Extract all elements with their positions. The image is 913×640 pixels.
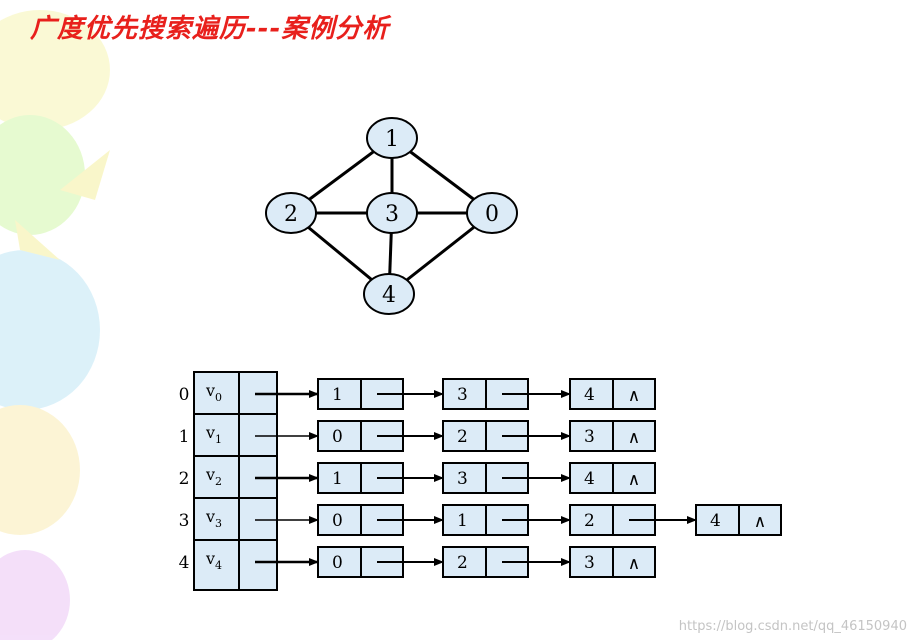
list-node: 1 bbox=[317, 378, 444, 410]
list-node: 2 bbox=[442, 420, 571, 452]
watermark: https://blog.csdn.net/qq_46150940 bbox=[678, 619, 907, 634]
graph-node-circle bbox=[363, 273, 415, 315]
row-index: 3 bbox=[179, 511, 190, 531]
list-node-value: 3 bbox=[584, 553, 595, 573]
graph-node-label: 0 bbox=[485, 202, 499, 227]
list-node-value: 4 bbox=[584, 469, 595, 489]
row-index: 4 bbox=[179, 553, 190, 573]
list-node-value: 1 bbox=[332, 469, 343, 489]
list-node: 0 bbox=[317, 420, 444, 452]
list-node: 3∧ bbox=[569, 420, 656, 452]
list-node: 3∧ bbox=[569, 546, 656, 578]
list-node: 3 bbox=[442, 378, 571, 410]
graph-node-label: 2 bbox=[284, 202, 298, 227]
list-node-value: 4 bbox=[584, 385, 595, 405]
graph-node: 1 bbox=[366, 117, 418, 159]
list-node: 1 bbox=[317, 462, 444, 494]
null-pointer: ∧ bbox=[628, 470, 640, 490]
graph-node-label: 1 bbox=[385, 127, 399, 152]
list-node-value: 3 bbox=[457, 469, 468, 489]
list-node: 0 bbox=[317, 546, 444, 578]
list-node: 4∧ bbox=[569, 462, 656, 494]
row-index: 1 bbox=[179, 427, 190, 447]
list-node: 3 bbox=[442, 462, 571, 494]
graph-node-circle bbox=[466, 192, 518, 234]
graph-node: 3 bbox=[366, 192, 418, 234]
null-pointer: ∧ bbox=[754, 512, 766, 532]
list-node-value: 3 bbox=[584, 427, 595, 447]
head-table bbox=[193, 371, 278, 591]
list-node-value: 0 bbox=[332, 511, 343, 531]
list-node-value: 0 bbox=[332, 427, 343, 447]
graph-node-label: 4 bbox=[382, 283, 396, 308]
graph-node-circle bbox=[366, 117, 418, 159]
graph-node: 0 bbox=[466, 192, 518, 234]
graph-node-circle bbox=[366, 192, 418, 234]
list-node: 1 bbox=[442, 504, 571, 536]
null-pointer: ∧ bbox=[628, 428, 640, 448]
null-pointer: ∧ bbox=[628, 554, 640, 574]
row-index: 2 bbox=[179, 469, 190, 489]
graph-node-label: 3 bbox=[385, 202, 399, 227]
graph-node-circle bbox=[265, 192, 317, 234]
slide-title: 广度优先搜索遍历---案例分析 bbox=[30, 14, 390, 44]
graph-node: 2 bbox=[265, 192, 317, 234]
graph-node: 4 bbox=[363, 273, 415, 315]
list-node-value: 3 bbox=[457, 385, 468, 405]
list-node: 4∧ bbox=[695, 504, 782, 536]
list-node: 0 bbox=[317, 504, 444, 536]
list-node-value: 0 bbox=[332, 553, 343, 573]
list-node-value: 2 bbox=[457, 553, 468, 573]
list-node-value: 1 bbox=[332, 385, 343, 405]
list-node: 2 bbox=[442, 546, 571, 578]
list-node: 2 bbox=[569, 504, 697, 536]
graph: 1 2 3 0 4 bbox=[265, 117, 518, 315]
list-node-value: 4 bbox=[710, 511, 721, 531]
list-node: 4∧ bbox=[569, 378, 656, 410]
list-node-value: 2 bbox=[457, 427, 468, 447]
row-index: 0 bbox=[179, 385, 190, 405]
list-node-value: 2 bbox=[584, 511, 595, 531]
null-pointer: ∧ bbox=[628, 386, 640, 406]
list-node-value: 1 bbox=[457, 511, 468, 531]
